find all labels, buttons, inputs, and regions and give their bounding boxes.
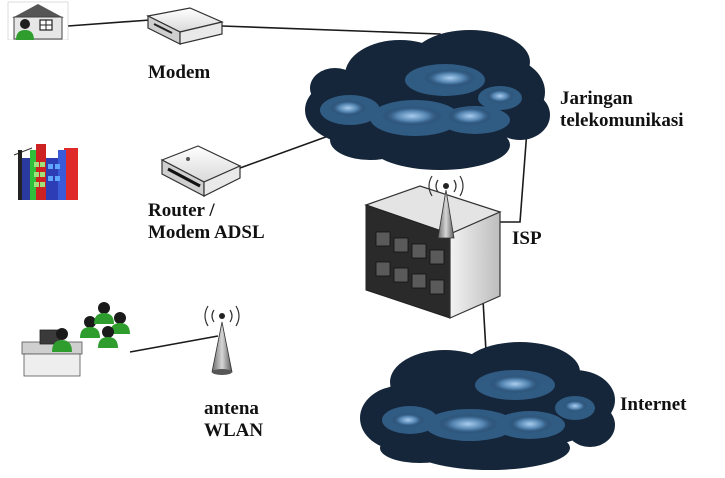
wlan-antenna-label-line1: antena bbox=[204, 398, 259, 419]
isp-label: ISP bbox=[512, 228, 542, 250]
modem-label-text: Modem bbox=[148, 62, 211, 83]
modem-icon bbox=[146, 7, 224, 45]
office-building-icon bbox=[13, 144, 78, 200]
link-home-modem bbox=[67, 19, 151, 27]
telecom-network-label-line1: Jaringan bbox=[560, 88, 633, 109]
router-label-line1: Router / bbox=[148, 200, 215, 221]
home-user-icon bbox=[7, 1, 69, 46]
internet-label: Internet bbox=[620, 394, 686, 416]
wlan-antenna-label-line2: WLAN bbox=[204, 420, 264, 441]
internet-label-text: Internet bbox=[620, 394, 687, 415]
link-users-antenna bbox=[129, 335, 219, 353]
telecom-network-label-line2: telekomunikasi bbox=[560, 110, 684, 131]
wlan-antenna-label: antena WLAN bbox=[204, 398, 263, 442]
link-cloud-isp bbox=[492, 129, 528, 223]
router-label: Router / Modem ADSL bbox=[148, 200, 265, 244]
isp-label-text: ISP bbox=[512, 228, 542, 249]
router-label-line2: Modem ADSL bbox=[148, 222, 265, 243]
telecom-network-label: Jaringan telekomunikasi bbox=[560, 88, 684, 132]
router-icon bbox=[160, 145, 242, 197]
modem-label: Modem bbox=[148, 62, 210, 84]
telecom-cloud-icon bbox=[305, 30, 550, 170]
internet-cloud-icon bbox=[360, 342, 615, 470]
user-group-icon bbox=[21, 302, 130, 377]
antenna-icon bbox=[204, 305, 240, 375]
isp-building-icon bbox=[364, 175, 502, 319]
